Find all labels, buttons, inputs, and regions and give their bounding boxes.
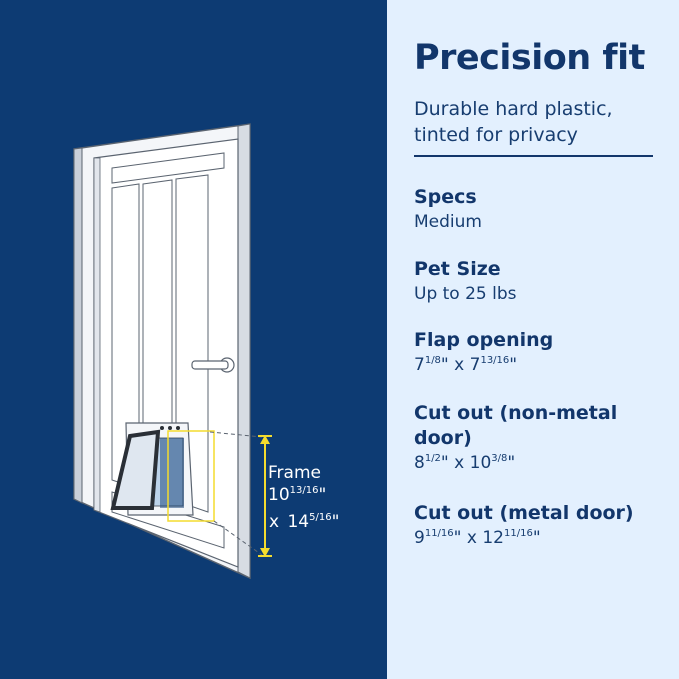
divider bbox=[414, 155, 653, 157]
spec-title: Pet Size bbox=[414, 258, 501, 280]
spec-size: Specs Medium bbox=[414, 185, 482, 234]
illustration-panel: Frame 1013/16" x 145/16" bbox=[0, 0, 387, 679]
spec-value: 911/16" x 1211/16" bbox=[414, 528, 541, 548]
headline: Precision fit bbox=[414, 38, 645, 78]
frame-outline bbox=[167, 430, 215, 522]
door-illustration: Frame 1013/16" x 145/16" bbox=[73, 123, 339, 580]
pet-flap bbox=[110, 422, 215, 522]
spec-value: Up to 25 lbs bbox=[414, 284, 517, 304]
spec-title: Flap opening bbox=[414, 329, 554, 351]
spec-title: Cut out (non-metal door) bbox=[414, 402, 618, 449]
spec-flap-opening: Flap opening 71/8" x 713/16" bbox=[414, 328, 553, 377]
frame-width-value: 1013/16" bbox=[268, 485, 326, 505]
frame-height-value: x 145/16" bbox=[269, 512, 339, 532]
spec-value: Medium bbox=[414, 212, 482, 232]
spec-cutout-non-metal: Cut out (non-metal door) 81/2" x 103/8" bbox=[414, 401, 664, 475]
subhead: Durable hard plastic, tinted for privacy bbox=[414, 98, 613, 146]
spec-value: 71/8" x 713/16" bbox=[414, 355, 518, 375]
spec-cutout-metal: Cut out (metal door) 911/16" x 1211/16" bbox=[414, 501, 634, 550]
spec-value: 81/2" x 103/8" bbox=[414, 453, 516, 473]
door-handle bbox=[191, 357, 235, 373]
spec-title: Specs bbox=[414, 186, 477, 208]
frame-measurement bbox=[209, 431, 272, 557]
spec-pet-size: Pet Size Up to 25 lbs bbox=[414, 257, 517, 306]
spec-title: Cut out (metal door) bbox=[414, 502, 634, 524]
specs-panel: Precision fit Durable hard plastic, tint… bbox=[387, 0, 679, 679]
frame-label: Frame bbox=[268, 463, 321, 483]
